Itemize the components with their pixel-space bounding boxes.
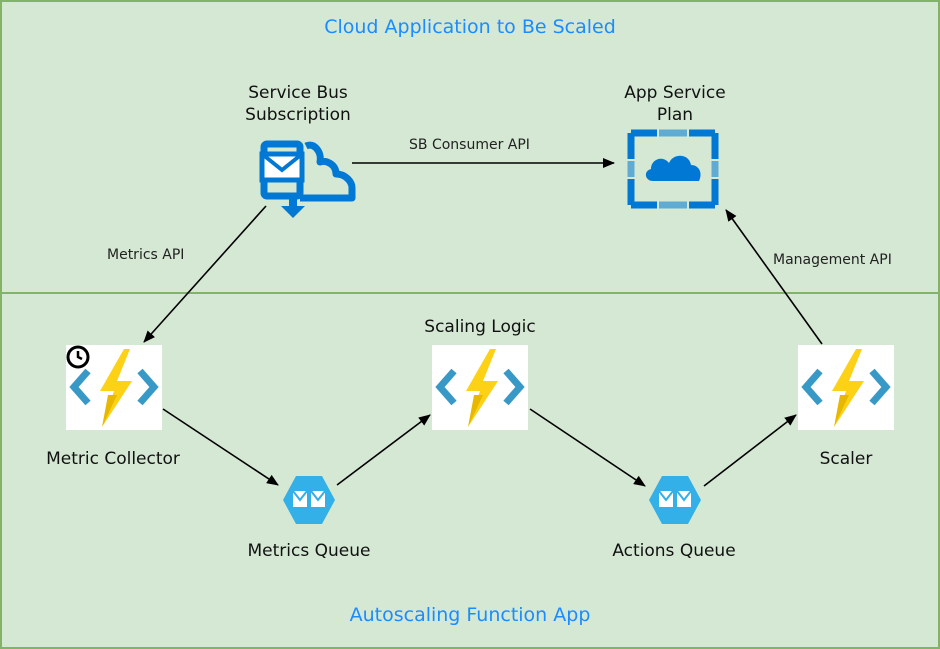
service-bus-icon bbox=[259, 140, 356, 218]
actions-queue-label: Actions Queue bbox=[612, 541, 736, 561]
azure-function-icon bbox=[435, 349, 525, 427]
scaling-logic-label: Scaling Logic bbox=[424, 317, 536, 337]
metric-collector-label: Metric Collector bbox=[46, 449, 180, 469]
metrics-queue-to-scaling-logic-arrow bbox=[336, 414, 431, 486]
management-api-arrow bbox=[725, 209, 823, 345]
app-service-plan-label: App Service Plan bbox=[624, 83, 726, 125]
scaling-logic-node[interactable] bbox=[432, 345, 528, 430]
actions-queue-node[interactable] bbox=[647, 474, 703, 526]
metrics-queue-node[interactable] bbox=[281, 474, 337, 526]
metrics-api-arrow bbox=[143, 205, 267, 343]
app-service-plan-icon bbox=[627, 129, 719, 209]
scaler-label: Scaler bbox=[819, 449, 873, 469]
app-service-plan-node[interactable] bbox=[627, 129, 719, 209]
collector-to-metrics-queue-arrow bbox=[162, 408, 279, 486]
timer-icon bbox=[66, 345, 90, 369]
cloud-application-title: Cloud Application to Be Scaled bbox=[324, 16, 616, 38]
cloud-application-region bbox=[0, 0, 940, 295]
management-api-label: Management API bbox=[773, 252, 892, 268]
scaler-node[interactable] bbox=[798, 345, 894, 430]
storage-queue-icon bbox=[283, 476, 335, 524]
metrics-queue-label: Metrics Queue bbox=[247, 541, 371, 561]
service-bus-node[interactable] bbox=[248, 132, 356, 222]
actions-queue-to-scaler-arrow bbox=[703, 414, 797, 487]
service-bus-label: Service Bus Subscription bbox=[245, 83, 351, 125]
storage-queue-icon bbox=[649, 476, 701, 524]
azure-function-icon bbox=[69, 349, 159, 427]
metrics-api-label: Metrics API bbox=[107, 247, 185, 263]
scaling-logic-to-actions-queue-arrow bbox=[529, 408, 646, 487]
sb-consumer-api-label: SB Consumer API bbox=[409, 137, 530, 153]
autoscaling-function-app-title: Autoscaling Function App bbox=[349, 604, 591, 626]
azure-function-icon bbox=[801, 349, 891, 427]
